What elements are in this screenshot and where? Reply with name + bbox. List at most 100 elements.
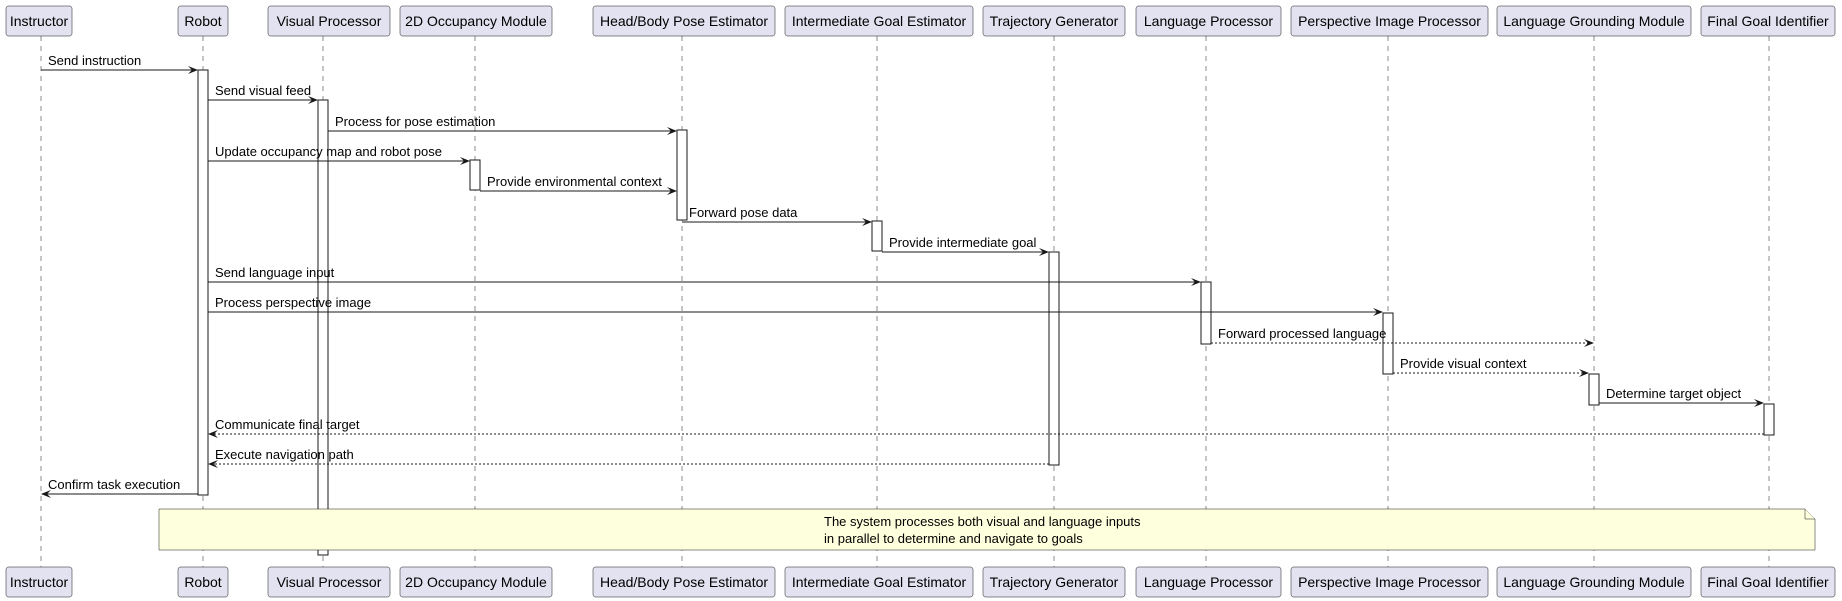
note-line: The system processes both visual and lan…	[824, 514, 1141, 529]
participant-label: Perspective Image Processor	[1298, 13, 1481, 29]
participant-visual-top: Visual Processor	[267, 5, 391, 37]
participant-label: Language Processor	[1144, 574, 1274, 590]
arrow-head	[188, 66, 198, 74]
participant-label: Intermediate Goal Estimator	[792, 574, 967, 590]
participant-robot-bottom: Robot	[177, 566, 229, 598]
message-5: Provide environmental context	[480, 174, 677, 195]
arrow-head	[1579, 369, 1589, 377]
message-label: Process perspective image	[215, 295, 371, 310]
participant-box	[982, 566, 1126, 598]
message-4: Update occupancy map and robot pose	[208, 144, 470, 165]
participant-grounding-bottom: Language Grounding Module	[1496, 566, 1692, 598]
participant-label: Instructor	[10, 574, 69, 590]
participant-label: Instructor	[10, 13, 69, 29]
message-label: Forward processed language	[1218, 326, 1386, 341]
message-label: Provide intermediate goal	[889, 235, 1037, 250]
message-label: Confirm task execution	[48, 477, 180, 492]
activation-intermediate	[871, 220, 883, 252]
message-8: Send language input	[208, 265, 1201, 286]
arrow-head	[460, 157, 470, 165]
participant-box	[1496, 566, 1692, 598]
participant-perspective-top: Perspective Image Processor	[1290, 5, 1489, 37]
message-9: Process perspective image	[208, 295, 1383, 316]
participant-box	[592, 566, 776, 598]
message-1: Send instruction	[41, 53, 198, 74]
note: The system processes both visual and lan…	[158, 508, 1816, 551]
message-12: Determine target object	[1599, 386, 1764, 407]
participant-language-top: Language Processor	[1135, 5, 1282, 37]
participant-label: Robot	[184, 574, 221, 590]
activation-language	[1200, 281, 1212, 345]
message-14: Execute navigation path	[208, 447, 1049, 468]
message-13: Communicate final target	[208, 417, 1764, 438]
participant-instructor-top: Instructor	[5, 5, 73, 37]
participant-label: Trajectory Generator	[990, 574, 1119, 590]
message-label: Send instruction	[48, 53, 141, 68]
message-label: Execute navigation path	[215, 447, 354, 462]
arrow-head	[308, 96, 318, 104]
participant-box	[1135, 5, 1282, 37]
participant-box	[982, 5, 1126, 37]
participant-final-top: Final Goal Identifier	[1700, 5, 1836, 37]
participant-label: Final Goal Identifier	[1707, 574, 1829, 590]
message-label: Send language input	[215, 265, 335, 280]
note-box	[158, 508, 1816, 551]
activation-occupancy	[469, 159, 481, 191]
participant-label: Perspective Image Processor	[1298, 574, 1481, 590]
participant-box	[1290, 566, 1489, 598]
message-label: Communicate final target	[215, 417, 360, 432]
participant-occupancy-top: 2D Occupancy Module	[399, 5, 553, 37]
arrow-head	[667, 127, 677, 135]
message-label: Determine target object	[1606, 386, 1742, 401]
participant-box	[1290, 5, 1489, 37]
participant-label: Language Processor	[1144, 13, 1274, 29]
participant-label: Final Goal Identifier	[1707, 13, 1829, 29]
arrow-head	[41, 490, 51, 498]
note-fold	[1804, 509, 1815, 520]
participant-label: Language Grounding Module	[1503, 574, 1685, 590]
participants-bottom: Instructor Robot Visual Processor 2D Occupa…	[5, 566, 1836, 598]
participant-pose-top: Head/Body Pose Estimator	[592, 5, 776, 37]
message-3: Process for pose estimation	[328, 114, 677, 135]
participant-trajectory-top: Trajectory Generator	[982, 5, 1126, 37]
participant-label: Intermediate Goal Estimator	[792, 13, 967, 29]
participant-label: Visual Processor	[277, 574, 382, 590]
participant-box	[399, 566, 553, 598]
arrow-head	[208, 460, 218, 468]
message-label: Provide environmental context	[487, 174, 662, 189]
participant-instructor-bottom: Instructor	[5, 566, 73, 598]
arrow-head	[208, 430, 218, 438]
message-label: Update occupancy map and robot pose	[215, 144, 442, 159]
participant-intermediate-top: Intermediate Goal Estimator	[784, 5, 974, 37]
arrow-head	[1373, 308, 1383, 316]
participant-label: Visual Processor	[277, 13, 382, 29]
participant-box	[5, 566, 73, 598]
note-line: in parallel to determine and navigate to…	[824, 531, 1083, 546]
participant-label: 2D Occupancy Module	[405, 574, 547, 590]
activation-visual	[317, 99, 329, 556]
participant-box	[267, 566, 391, 598]
participant-trajectory-bottom: Trajectory Generator	[982, 566, 1126, 598]
participant-language-bottom: Language Processor	[1135, 566, 1282, 598]
activation-robot	[197, 69, 209, 496]
arrow-head	[1039, 248, 1049, 256]
participant-box	[1700, 5, 1836, 37]
participant-label: Language Grounding Module	[1503, 13, 1685, 29]
message-label: Send visual feed	[215, 83, 311, 98]
message-label: Provide visual context	[1400, 356, 1527, 371]
participant-box	[1496, 5, 1692, 37]
activation-pose	[676, 129, 688, 221]
participant-perspective-bottom: Perspective Image Processor	[1290, 566, 1489, 598]
participant-label: Trajectory Generator	[990, 13, 1119, 29]
participant-box	[1135, 566, 1282, 598]
participant-label: Head/Body Pose Estimator	[600, 13, 768, 29]
message-label: Process for pose estimation	[335, 114, 495, 129]
message-2: Send visual feed	[208, 83, 318, 104]
message-15: Confirm task execution	[41, 477, 198, 498]
participant-occupancy-bottom: 2D Occupancy Module	[399, 566, 553, 598]
participant-box	[399, 5, 553, 37]
arrow-head	[1191, 278, 1201, 286]
participant-intermediate-bottom: Intermediate Goal Estimator	[784, 566, 974, 598]
message-7: Provide intermediate goal	[882, 235, 1049, 256]
